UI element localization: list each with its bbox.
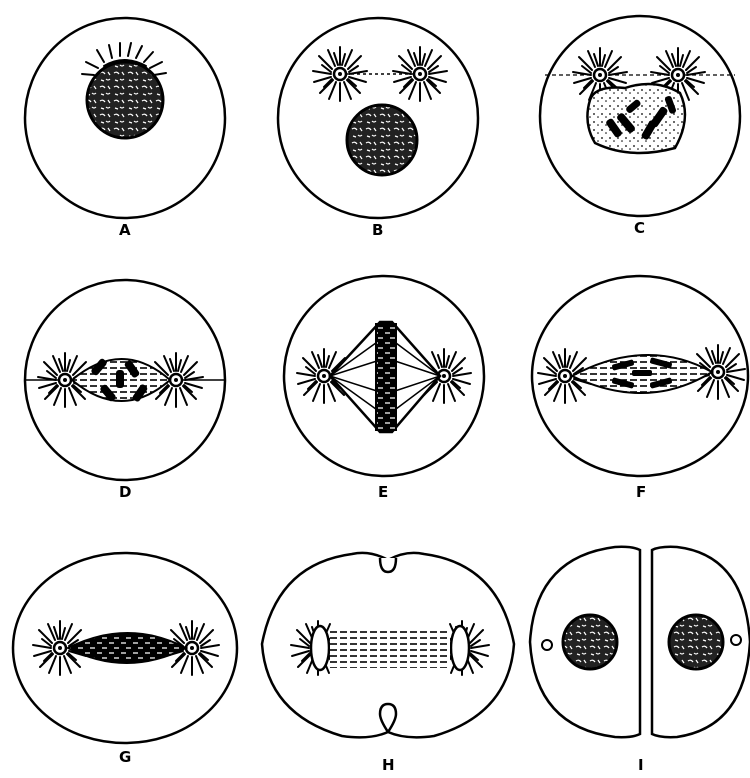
nucleus	[87, 62, 163, 138]
centrosome	[731, 635, 741, 645]
panel-label: D	[119, 483, 131, 501]
spindle	[330, 628, 450, 668]
panel-f: F	[532, 276, 748, 501]
panel-b: B	[278, 18, 478, 239]
panel-i: I	[530, 547, 750, 774]
panel-label: C	[634, 219, 645, 237]
panel-h: H	[262, 553, 514, 774]
panel-a: A	[25, 18, 225, 239]
panel-e: E	[284, 276, 484, 501]
panel-label: E	[378, 483, 388, 501]
nucleus	[587, 84, 685, 153]
cleavage-furrow	[380, 558, 396, 572]
panel-c: C	[540, 16, 740, 237]
panel-label: I	[638, 756, 644, 774]
panel-label: B	[372, 221, 383, 239]
nucleus	[563, 615, 617, 669]
metaphase-plate	[376, 324, 396, 430]
panel-d: D	[25, 280, 225, 501]
panel-label: F	[636, 483, 646, 501]
panel-label: G	[119, 748, 131, 766]
nucleus	[669, 615, 723, 669]
panel-g: G	[13, 553, 237, 766]
panel-label: A	[119, 221, 131, 239]
centrosome	[542, 640, 552, 650]
panel-label: H	[382, 756, 395, 774]
nucleus	[347, 105, 417, 175]
